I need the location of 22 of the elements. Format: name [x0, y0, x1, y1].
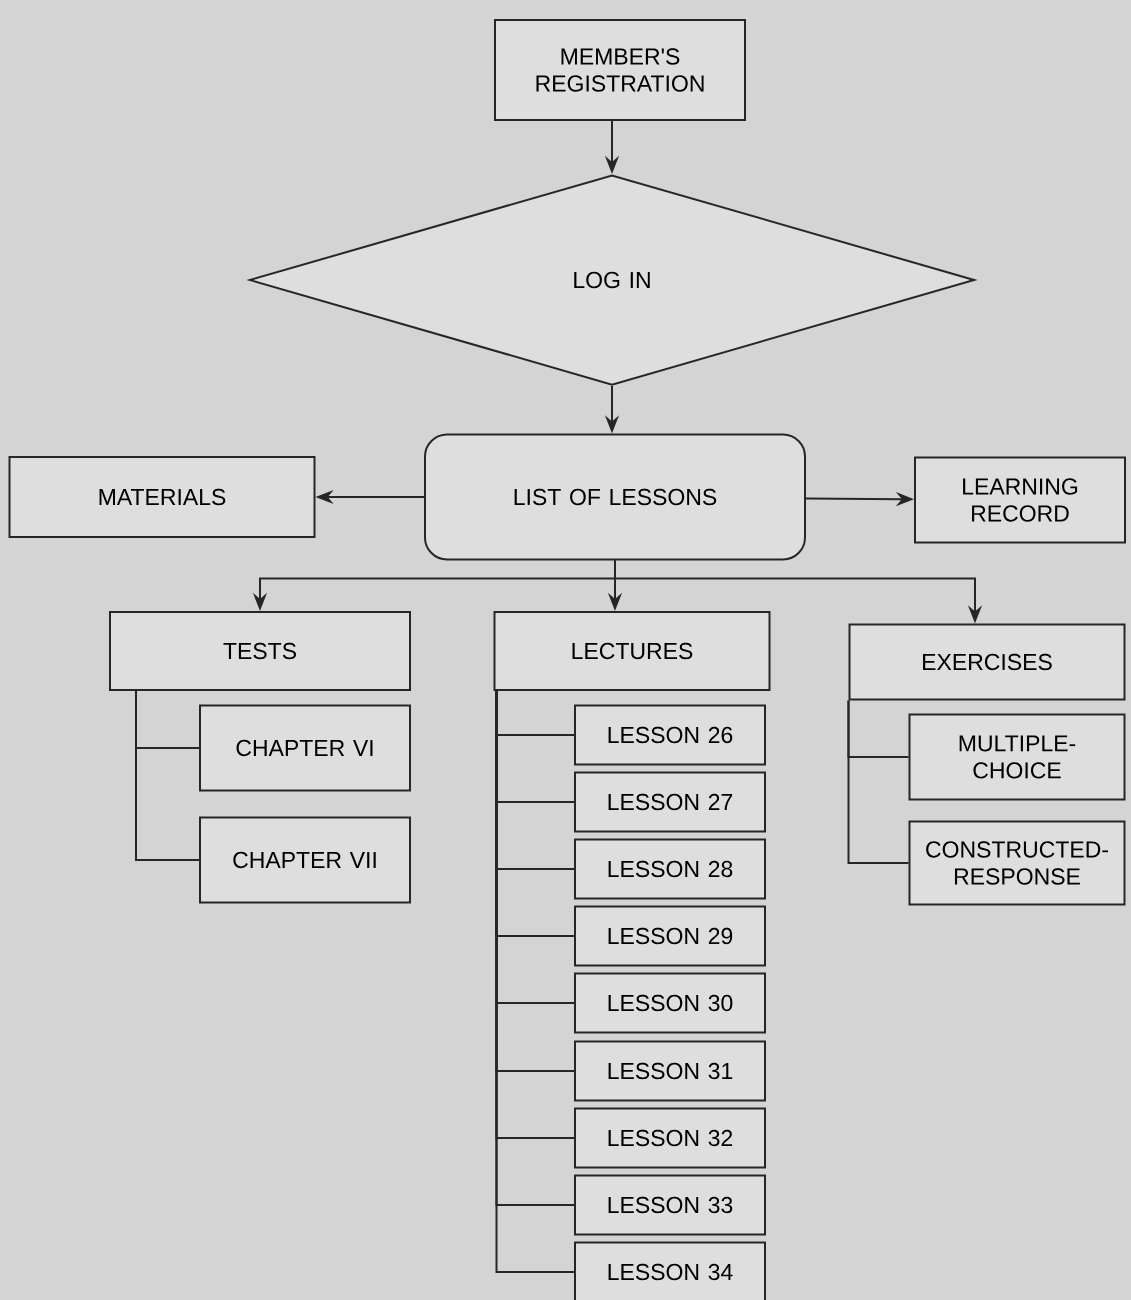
process-box: LEARNING RECORD [914, 456, 1126, 544]
process-box: LESSON 32 [574, 1107, 766, 1169]
process-box: CONSTRUCTED-RESPONSE [908, 820, 1126, 906]
rounded-box: LIST OF LESSONS [424, 433, 806, 561]
connector-line [847, 699, 910, 864]
process-box: LESSON 27 [574, 771, 766, 833]
process-box: MULTIPLE-CHOICE [908, 713, 1126, 801]
process-box: LESSON 31 [574, 1040, 766, 1102]
process-box: LESSON 34 [574, 1241, 766, 1300]
connector-line [135, 690, 200, 861]
process-box: LESSON 29 [574, 905, 766, 967]
process-box: LECTURES [493, 611, 771, 691]
process-box: CHAPTER VI [199, 704, 411, 792]
process-box: CHAPTER VII [199, 816, 411, 904]
process-box: LESSON 28 [574, 838, 766, 900]
process-box: LESSON 33 [574, 1174, 766, 1236]
process-box: LESSON 26 [574, 704, 766, 766]
process-box: TESTS [109, 611, 411, 691]
process-box: EXERCISES [848, 623, 1126, 701]
process-box: MATERIALS [8, 456, 316, 538]
process-box: MEMBER'S REGISTRATION [494, 19, 746, 121]
process-box: LESSON 30 [574, 972, 766, 1034]
